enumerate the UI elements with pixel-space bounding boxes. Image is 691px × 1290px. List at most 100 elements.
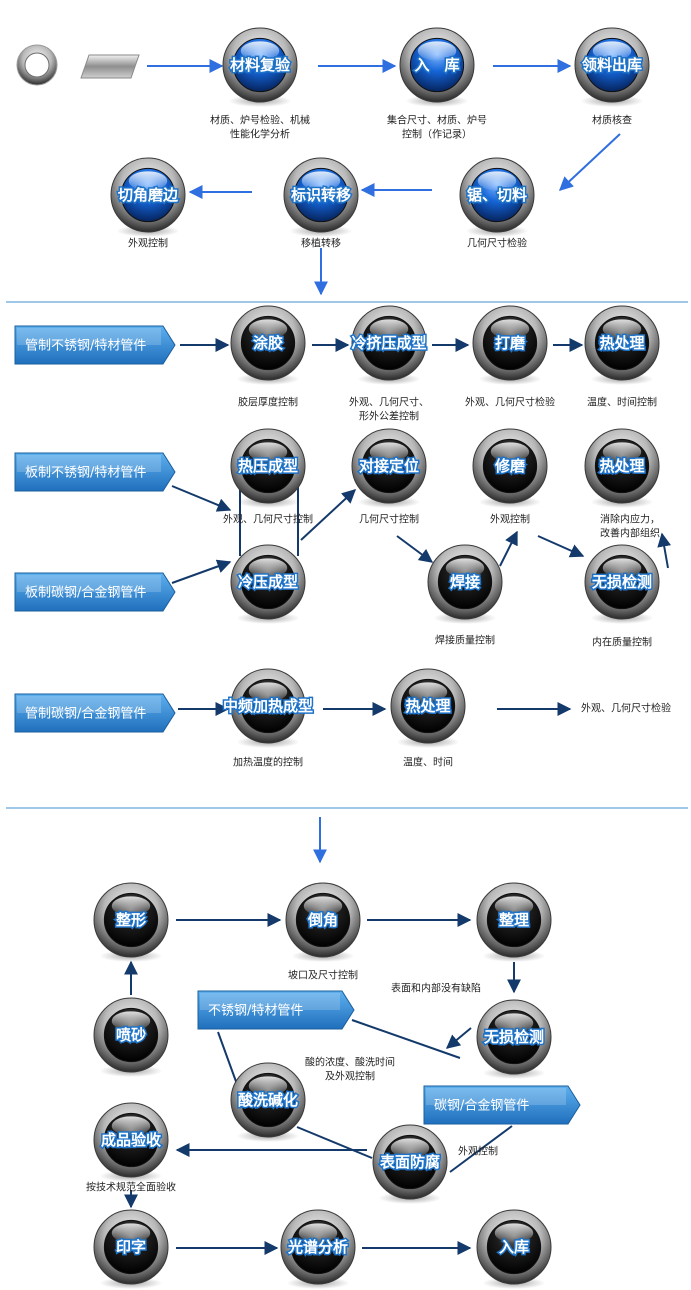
step-caption: 温度、时间控制 — [587, 396, 657, 409]
line-stainless-to-ndt — [351, 1019, 461, 1059]
step-caption: 外观控制 — [128, 237, 168, 250]
step-caption: 坡口及尺寸控制 — [288, 969, 358, 982]
node-grinding: 打磨 — [472, 305, 548, 385]
node-warehousing: 入 库 — [399, 27, 475, 107]
node-label: 无损检测 — [591, 573, 652, 591]
step-caption: 酸的浓度、酸洗时间 — [305, 1056, 395, 1069]
node-label: 锯、切料 — [467, 186, 527, 204]
node-label: 打磨 — [495, 334, 526, 352]
node-label: 入库 — [499, 1238, 529, 1256]
step-caption: 胶层厚度控制 — [238, 396, 298, 409]
node-label: 涂胶 — [253, 334, 283, 352]
node-label: 对接定位 — [359, 457, 419, 475]
process-nodes: 材料复验入 库领料出库锯、切料标识转移切角磨边涂胶冷挤压成型打磨热处理热压成型对… — [16, 27, 660, 1289]
tag-label: 管制不锈钢/特材管件 — [25, 339, 146, 354]
step-caption: 外观、几何尺寸检验 — [465, 396, 555, 409]
tag-label: 碳钢/合金钢管件 — [434, 1098, 529, 1114]
node-label: 整形 — [116, 911, 146, 929]
tag-label: 板制不锈钢/特材管件 — [25, 466, 146, 481]
node-material-recheck: 材料复验 — [222, 27, 298, 107]
tag-label: 管制碳钢/合金钢管件 — [25, 706, 146, 722]
pipe-ring-icon — [16, 44, 58, 86]
node-label: 切角磨边 — [118, 186, 179, 204]
node-welding: 焊接 — [427, 544, 503, 624]
node-label: 喷砂 — [116, 1026, 146, 1044]
step-caption: 焊接质量控制 — [435, 634, 495, 647]
step-caption: 表面和内部没有缺陷 — [391, 982, 481, 995]
node-label: 成品验收 — [101, 1131, 161, 1149]
node-marking: 印字 — [93, 1209, 169, 1289]
tag-label: 不锈钢/特材管件 — [208, 1004, 303, 1019]
node-material-issue: 领料出库 — [574, 27, 650, 107]
node-label: 中频加热成型 — [223, 697, 313, 715]
node-hot-press: 热压成型 — [230, 428, 306, 508]
node-label: 领料出库 — [581, 56, 642, 74]
flow-connectors — [124, 59, 672, 1255]
node-label: 印字 — [116, 1238, 146, 1256]
node-cold-extrusion: 冷挤压成型 — [350, 305, 428, 385]
step-caption: 性能化学分析 — [230, 128, 290, 141]
step-caption: 材质、炉号检验、机械 — [210, 114, 310, 127]
step-caption: 改善内部组织 — [600, 527, 660, 540]
section-dividers — [6, 301, 688, 809]
step-caption: 外观控制 — [458, 1145, 498, 1158]
node-final-inspection: 成品验收 — [93, 1102, 169, 1182]
node-heat-treatment-3: 热处理 — [390, 668, 466, 748]
tag-plate-stainless: 板制不锈钢/特材管件 — [14, 452, 176, 492]
node-label: 热处理 — [599, 457, 644, 475]
step-caption: 按技术规范全面验收 — [86, 1181, 176, 1194]
step-caption: 外观、几何尺寸控制 — [223, 513, 313, 526]
step-caption: 控制（作记录） — [402, 128, 472, 141]
tag-plate-carbon: 板制碳钢/合金钢管件 — [14, 572, 176, 612]
tag-label: 板制碳钢/合金钢管件 — [25, 585, 146, 601]
arrow-issue-to-sawing — [558, 133, 621, 191]
line-pickling-to-anticorrosion — [296, 1126, 373, 1159]
node-label: 焊接 — [450, 573, 480, 591]
node-ndt-2: 无损检测 — [476, 999, 552, 1079]
tag-pipe-stainless: 管制不锈钢/特材管件 — [14, 325, 176, 365]
node-label: 倒角 — [307, 911, 338, 929]
tag-carbon: 碳钢/合金钢管件 — [423, 1085, 581, 1125]
node-repair-grind: 修磨 — [472, 428, 548, 508]
step-caption: 及外观控制 — [325, 1070, 375, 1083]
step-caption: 材质核查 — [592, 114, 632, 127]
category-tags: 管制不锈钢/特材管件板制不锈钢/特材管件板制碳钢/合金钢管件管制碳钢/合金钢管件… — [14, 325, 581, 1125]
line-carbon-to-anticorrosion — [449, 1125, 513, 1173]
node-induction-bending: 中频加热成型 — [221, 668, 315, 748]
node-label: 光谱分析 — [287, 1238, 348, 1256]
node-label: 冷挤压成型 — [351, 334, 426, 352]
step-captions: 材质、炉号检验、机械性能化学分析集合尺寸、材质、炉号控制（作记录）材质核查几何尺… — [86, 114, 671, 1194]
node-mark-transfer: 标识转移 — [283, 157, 359, 237]
node-spectral-analysis: 光谱分析 — [280, 1209, 356, 1289]
arrow-press-to-positioning — [300, 489, 357, 541]
steel-pipe-icon — [80, 54, 140, 79]
node-bevel-edge: 切角磨边 — [110, 157, 186, 237]
step-caption: 外观控制 — [490, 513, 530, 526]
tag-pipe-carbon: 管制碳钢/合金钢管件 — [14, 693, 176, 733]
tag-stainless: 不锈钢/特材管件 — [197, 990, 355, 1030]
arrow-plate-stainless-to-press — [171, 485, 232, 512]
arrow-welding-to-repair — [499, 530, 518, 567]
node-label: 无损检测 — [483, 1028, 544, 1046]
node-final-warehousing: 入库 — [476, 1209, 552, 1289]
node-heat-treatment-2: 热处理 — [584, 428, 660, 508]
node-finishing-trim: 整理 — [476, 882, 552, 962]
step-caption: 消除内应力， — [600, 513, 660, 526]
step-caption: 内在质量控制 — [592, 636, 652, 649]
node-pickling: 酸洗碱化 — [230, 1062, 306, 1142]
line-stainless-to-pickling — [217, 1031, 239, 1088]
arrow-positioning-to-welding — [396, 535, 434, 563]
step-caption: 移植转移 — [301, 237, 341, 250]
node-label: 整理 — [499, 911, 529, 929]
node-chamfer: 倒角 — [285, 882, 361, 962]
arrow-repair-to-ndt — [537, 535, 585, 558]
node-ndt-1: 无损检测 — [584, 544, 660, 624]
node-heat-treatment-1: 热处理 — [584, 305, 660, 385]
inspection-caption: 外观、几何尺寸检验 — [581, 702, 671, 715]
node-cold-press: 冷压成型 — [230, 544, 306, 624]
node-label: 修磨 — [494, 457, 526, 475]
node-label: 标识转移 — [290, 186, 351, 204]
node-anticorrosion: 表面防腐 — [372, 1124, 448, 1204]
step-caption: 几何尺寸检验 — [467, 237, 527, 250]
